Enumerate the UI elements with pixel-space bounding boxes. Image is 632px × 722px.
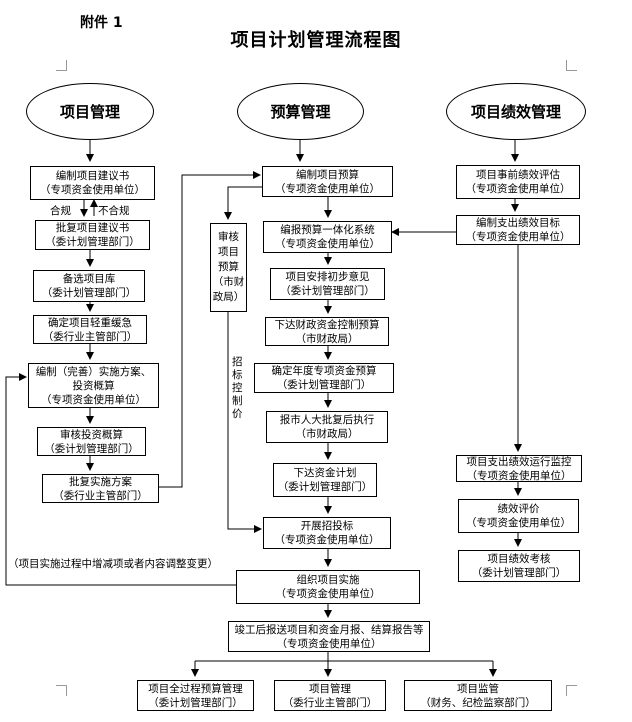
box-line: 项目安排初步意见: [285, 271, 370, 283]
box-line: （财务、纪检监察部门）: [420, 696, 536, 709]
crop-mark: [56, 60, 67, 71]
box-line: （委计划管理部门）: [280, 285, 375, 297]
box-line: 投资概算: [72, 379, 115, 392]
box-line: 编制项目建议书: [55, 170, 130, 182]
box-line: （委计划管理部门）: [277, 481, 373, 493]
box-line: （市财政局）: [295, 428, 359, 440]
box-line: 项目监管: [457, 682, 499, 695]
box-line: 编报预算一体化系统: [280, 224, 375, 236]
box-line: 报市人大批复后执行: [279, 414, 375, 426]
box-line: （委行业主管部门）: [42, 330, 138, 343]
header-budget-management: 预算管理: [237, 83, 364, 140]
box-compile-proposal: 编制项目建议书 （专项资金使用单位）: [30, 166, 155, 200]
label-noncompliant: 不合规: [98, 205, 130, 217]
box-bidding: 开展招投标 （专项资金使用单位）: [263, 517, 391, 549]
box-npc-approval: 报市人大批复后执行 （市财政局）: [266, 411, 388, 443]
box-line: 批复实施方案: [69, 475, 132, 488]
box-performance-goals: 编制支出绩效目标 （专项资金使用单位）: [456, 215, 580, 245]
box-line: （委行业主管部门）: [282, 696, 378, 709]
box-line: （委计划管理部门）: [148, 696, 243, 709]
box-line: 确定年度专项资金预算: [271, 365, 377, 377]
box-initial-opinion: 项目安排初步意见 （委计划管理部门）: [270, 268, 385, 300]
box-line: （委计划管理部门）: [44, 442, 139, 455]
box-line: （委计划管理部门）: [471, 567, 567, 579]
label-compliant: 合规: [50, 205, 71, 217]
box-review-budget: 审核 项目 预算 （市财 政局）: [210, 223, 247, 312]
box-line: 项目绩效考核: [487, 553, 551, 565]
box-line: 审核投资概算: [60, 428, 123, 441]
box-line: （专项资金使用单位）: [274, 534, 380, 546]
box-line: 编制（完善）实施方案、: [35, 365, 152, 378]
label-bid-control-price: 招标控制价: [232, 356, 243, 420]
box-line: 组织项目实施: [296, 574, 360, 586]
box-line: 下达资金计划: [293, 467, 357, 479]
box-pre-assessment: 项目事前绩效评估 （专项资金使用单位）: [456, 165, 580, 199]
box-line: 项目事前绩效评估: [476, 169, 560, 181]
box-line: 开展招投标: [300, 520, 354, 532]
crop-mark: [56, 685, 67, 696]
header-performance-management: 项目绩效管理: [446, 83, 586, 140]
box-line: 审核: [218, 231, 239, 243]
box-project-supervision: 项目监管 （财务、纪检监察部门）: [404, 680, 552, 711]
box-organize-implementation: 组织项目实施 （专项资金使用单位）: [236, 570, 420, 604]
box-line: 项目支出绩效运行监控: [466, 455, 572, 468]
box-line: 项目: [218, 246, 239, 258]
box-approve-plan: 批复实施方案 （委行业主管部门）: [42, 474, 159, 503]
attachment-label: 附件 1: [80, 15, 123, 31]
box-line: 确定项目轻重缓急: [48, 316, 132, 329]
box-approve-proposal: 批复项目建议书 （委计划管理部门）: [35, 220, 150, 250]
box-performance-evaluation: 绩效评价 （专项资金使用单位）: [458, 499, 579, 533]
crop-mark: [566, 685, 577, 696]
box-line: 项目管理: [309, 682, 351, 695]
box-line: （专项资金使用单位）: [275, 588, 381, 600]
page-title: 项目计划管理流程图: [230, 30, 402, 51]
box-full-process-budget: 项目全过程预算管理 （委计划管理部门）: [137, 680, 254, 711]
box-line: 批复项目建议书: [55, 222, 130, 234]
box-candidate-library: 备选项目库 （委计划管理部门）: [33, 270, 145, 302]
box-priority: 确定项目轻重缓急 （委行业主管部门）: [33, 315, 147, 344]
box-line: 竣工后报送项目和资金月报、结算报告等: [234, 623, 424, 636]
box-line: 项目全过程预算管理: [148, 682, 243, 695]
box-line: （专项资金使用单位）: [465, 183, 571, 195]
box-line: （专项资金使用单位）: [40, 184, 145, 196]
box-line: （委计划管理部门）: [276, 379, 372, 391]
box-line: （专项资金使用单位）: [465, 231, 571, 243]
box-fund-plan: 下达资金计划 （委计划管理部门）: [273, 463, 377, 497]
box-line: （专项资金使用单位）: [275, 182, 380, 195]
crop-mark: [566, 60, 577, 71]
box-line: 绩效评价: [497, 503, 540, 515]
box-compile-budget: 编制项目预算 （专项资金使用单位）: [262, 166, 393, 197]
box-line: 编制支出绩效目标: [476, 217, 560, 229]
box-project-management: 项目管理 （委行业主管部门）: [274, 680, 386, 711]
box-annual-budget: 确定年度专项资金预算 （委计划管理部门）: [254, 363, 394, 393]
box-report-system: 编报预算一体化系统 （专项资金使用单位）: [263, 221, 392, 253]
box-line: （委行业主管部门）: [53, 489, 148, 502]
header-project-management: 项目管理: [26, 83, 154, 140]
box-line: 预算: [218, 261, 239, 273]
box-line: （专项资金使用单位）: [466, 517, 571, 529]
box-line: （专项资金使用单位）: [466, 469, 572, 482]
box-line: 下达财政资金控制预算: [274, 318, 380, 331]
box-implementation-plan: 编制（完善）实施方案、 投资概算 （专项资金使用单位）: [28, 363, 159, 408]
box-line: （市财: [212, 276, 245, 288]
box-completion-report: 竣工后报送项目和资金月报、结算报告等 （专项资金使用单位）: [228, 621, 430, 652]
box-line: （委计划管理部门）: [45, 236, 140, 248]
box-line: 政局）: [212, 291, 245, 303]
box-control-budget: 下达财政资金控制预算 （市财政局）: [265, 317, 389, 346]
box-line: 备选项目库: [62, 273, 116, 285]
box-monitoring: 项目支出绩效运行监控 （专项资金使用单位）: [456, 455, 582, 482]
box-line: （专项资金使用单位）: [276, 637, 382, 650]
box-line: （委计划管理部门）: [41, 287, 137, 299]
box-line: 编制项目预算: [296, 168, 359, 181]
box-performance-review: 项目绩效考核 （委计划管理部门）: [458, 550, 580, 582]
box-line: （市财政局）: [295, 332, 359, 345]
label-change-note: （项目实施过程中增减项或者内容调整变更）: [8, 558, 218, 570]
box-line: （专项资金使用单位）: [275, 238, 380, 250]
box-line: （专项资金使用单位）: [41, 393, 146, 406]
box-review-estimate: 审核投资概算 （委计划管理部门）: [37, 427, 146, 456]
